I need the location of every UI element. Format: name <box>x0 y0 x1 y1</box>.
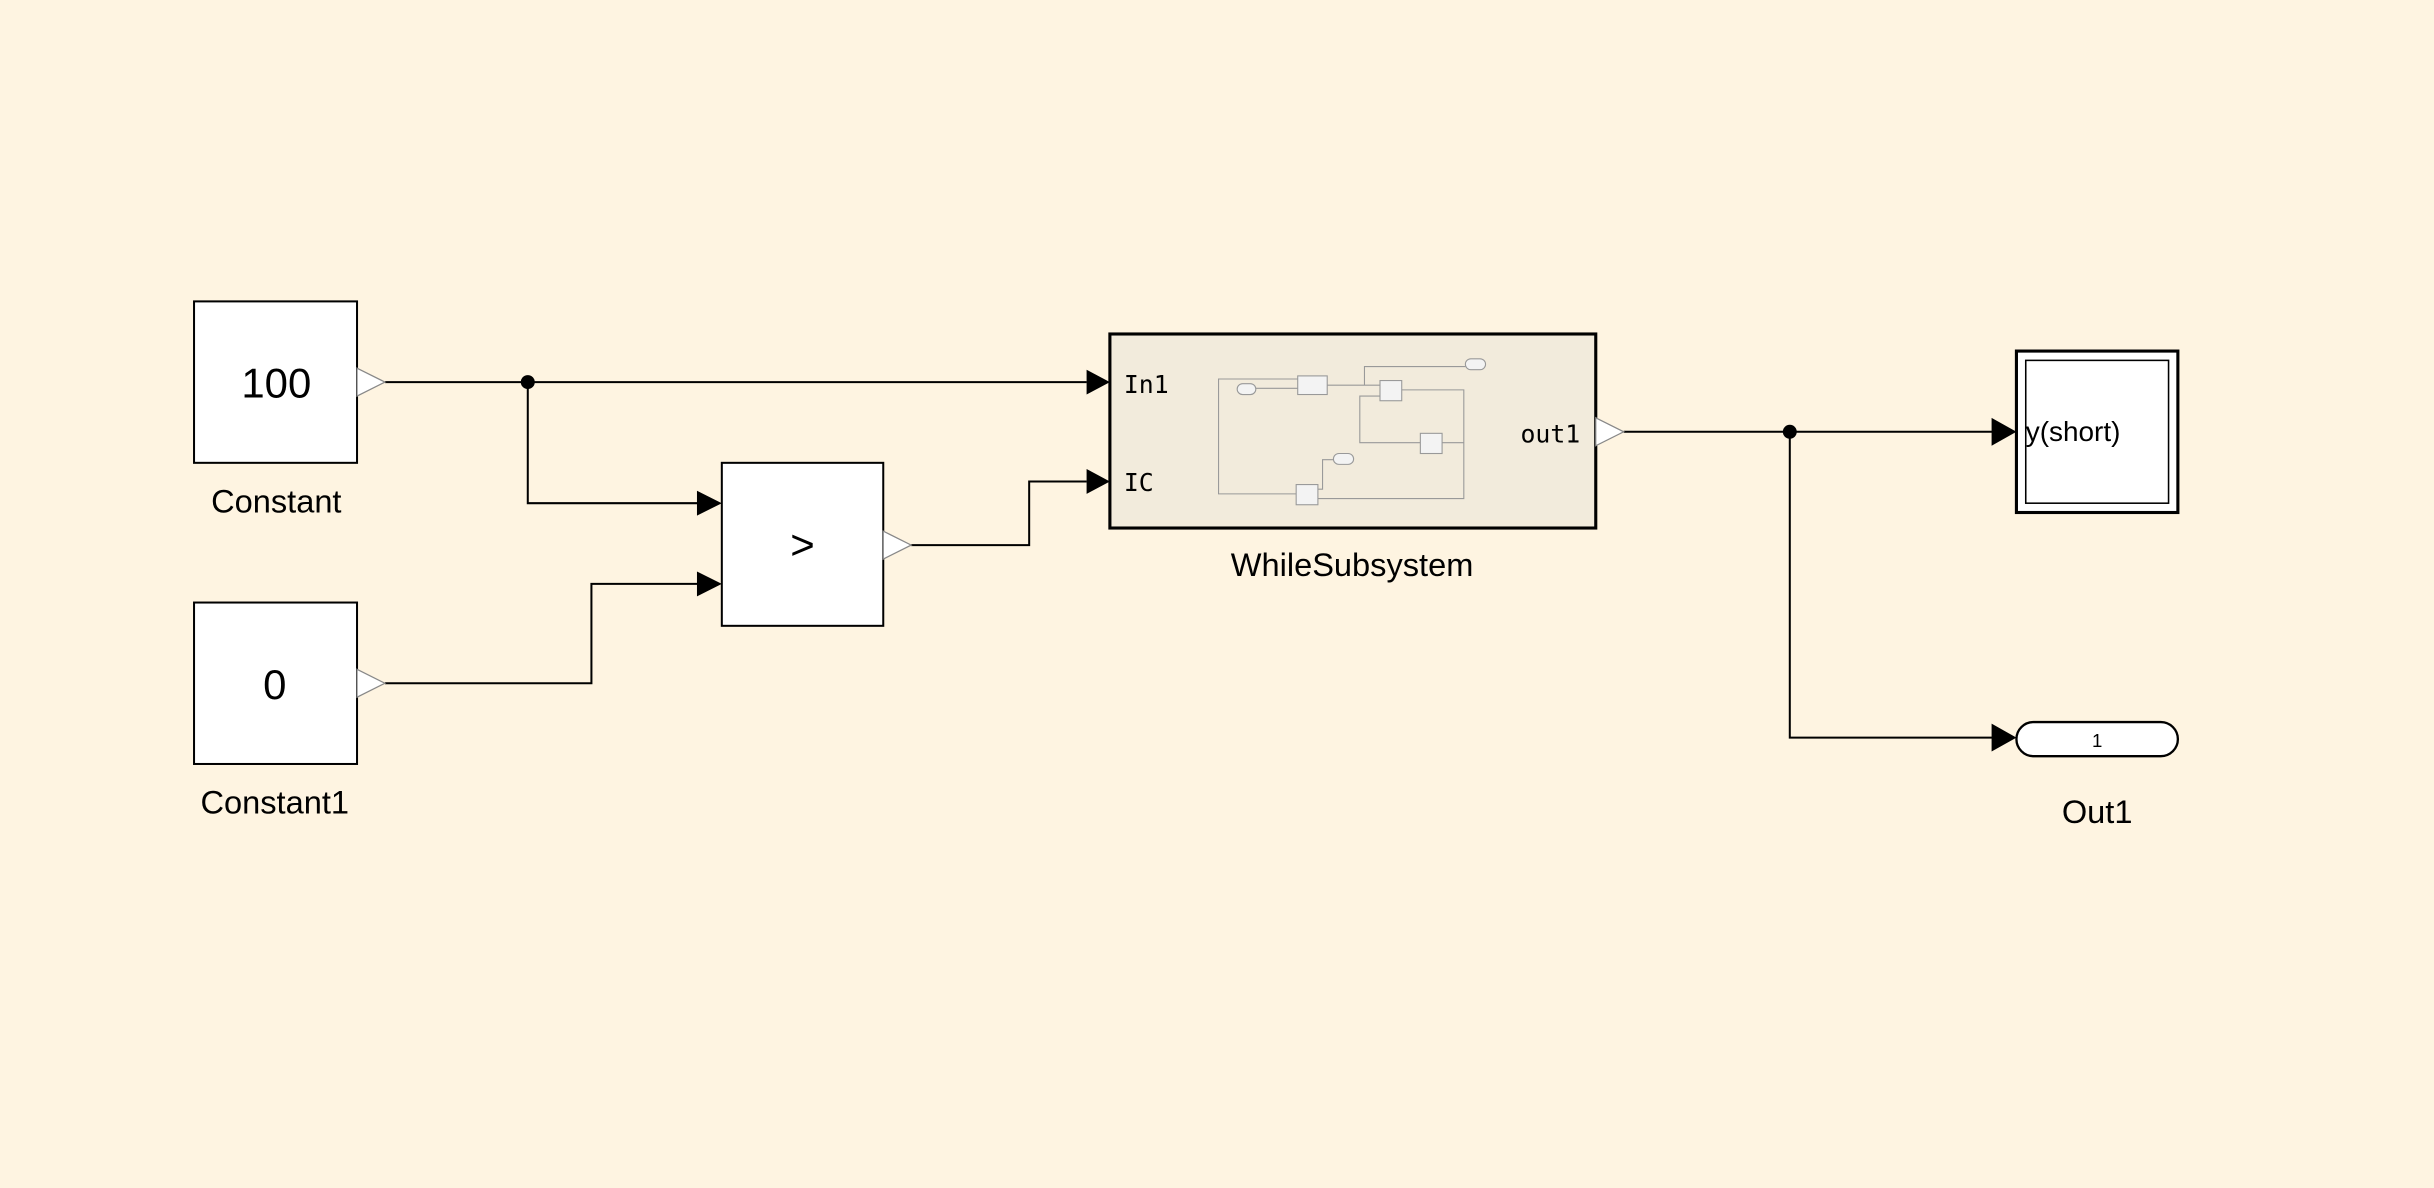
signal-relational-to-ic[interactable] <box>911 480 1087 547</box>
constant1-block[interactable]: 0 Constant1 <box>193 601 387 821</box>
arrow-outport <box>1991 723 2017 752</box>
arrow-in1 <box>1086 369 1110 395</box>
signal-branch-to-outport[interactable] <box>1788 431 1994 739</box>
arrow-ic <box>1086 469 1110 494</box>
output-port-icon <box>356 367 387 398</box>
constant1-label[interactable]: Constant1 <box>200 784 349 821</box>
output-port-icon <box>882 530 913 561</box>
outport-label[interactable]: Out1 <box>2062 793 2133 830</box>
output-port-icon <box>1595 416 1626 447</box>
signal-constant1-to-relational[interactable] <box>384 582 699 685</box>
constant-label[interactable]: Constant <box>211 483 341 520</box>
display-value: y(short) <box>2026 416 2121 447</box>
signal-branch-to-relational[interactable] <box>526 382 699 505</box>
constant-value: 100 <box>241 360 311 407</box>
branch-point <box>520 375 535 390</box>
constant1-value: 0 <box>263 661 286 708</box>
display-block[interactable]: y(short) <box>2014 349 2180 515</box>
output-port-icon <box>356 668 387 699</box>
relational-operator-block[interactable]: > <box>720 461 913 627</box>
arrow-rel-in1 <box>696 490 722 516</box>
relational-operator: > <box>790 521 814 568</box>
while-subsystem-block[interactable]: In1 IC out1 WhileSubsystem <box>1108 332 1626 583</box>
subsystem-preview-icon <box>1218 358 1487 506</box>
branch-point <box>1782 424 1797 439</box>
while-subsystem-label[interactable]: WhileSubsystem <box>1231 546 1474 583</box>
constant-block[interactable]: 100 Constant <box>193 300 387 520</box>
arrow-rel-in2 <box>696 571 722 597</box>
port-in1-label: In1 <box>1124 370 1169 399</box>
port-out1-label: out1 <box>1520 420 1580 449</box>
outport-block[interactable]: 1 Out1 <box>2015 720 2180 830</box>
outport-number: 1 <box>2092 730 2102 751</box>
arrow-display <box>1991 417 2017 446</box>
signal-lines <box>384 369 2017 752</box>
port-ic-label: IC <box>1124 468 1154 497</box>
